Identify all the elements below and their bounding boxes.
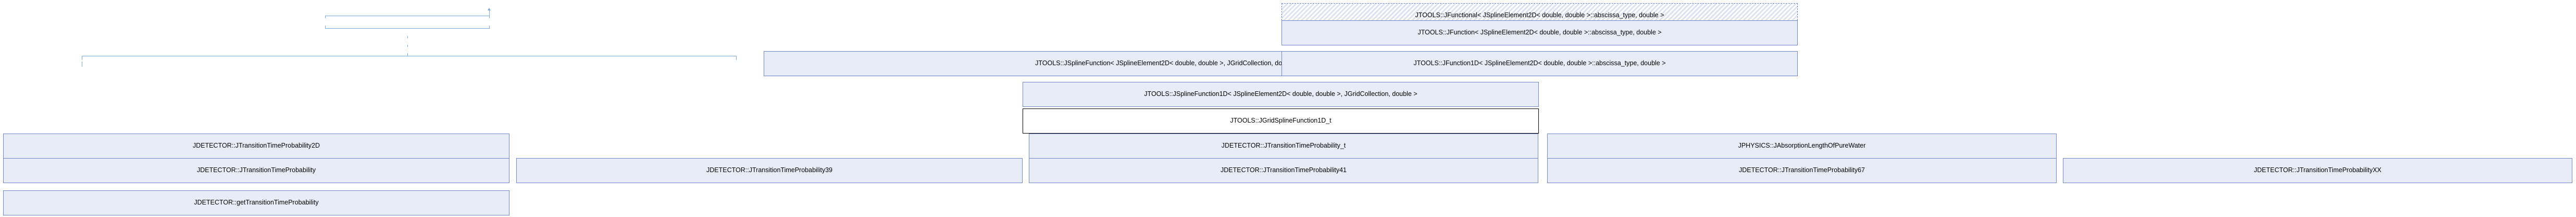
edge-arrow-n1 [488, 8, 491, 10]
edge-n2-n4 [325, 26, 326, 29]
class-node-n6[interactable]: JDETECTOR::JTransitionTimeProbability2D [3, 134, 509, 159]
edge-n4-n5 [407, 36, 408, 38]
edge-n1-left-drop [325, 16, 326, 18]
class-node-n14[interactable]: JDETECTOR::getTransitionTimeProbability [3, 190, 509, 215]
edge-n7-down [407, 53, 408, 56]
class-node-n5[interactable]: JTOOLS::JGridSplineFunction1D_t [1023, 108, 1539, 134]
class-node-n10[interactable]: JDETECTOR::JTransitionTimeProbability39 [516, 158, 1023, 183]
edge-n13-drop [736, 56, 737, 60]
edge-n4-hbar [325, 28, 490, 29]
class-node-n12[interactable]: JDETECTOR::JTransitionTimeProbability67 [1547, 158, 2057, 183]
edge-n0-n1 [489, 9, 490, 16]
class-node-n9[interactable]: JDETECTOR::JTransitionTimeProbability [3, 158, 509, 183]
edge-n3-n4 [489, 26, 490, 29]
class-node-n11[interactable]: JDETECTOR::JTransitionTimeProbability41 [1029, 158, 1538, 183]
class-node-n7[interactable]: JDETECTOR::JTransitionTimeProbability_t [1029, 134, 1538, 159]
edge-n5-down [407, 45, 408, 47]
class-node-n8[interactable]: JPHYSICS::JAbsorptionLengthOfPureWater [1547, 134, 2057, 159]
class-node-n3[interactable]: JTOOLS::JFunction1D< JSplineElement2D< d… [1281, 51, 1798, 76]
class-node-n13[interactable]: JDETECTOR::JTransitionTimeProbabilityXX [2063, 158, 2572, 183]
class-node-n1[interactable]: JTOOLS::JFunction< JSplineElement2D< dou… [1281, 20, 1798, 45]
class-node-n4[interactable]: JTOOLS::JSplineFunction1D< JSplineElemen… [1023, 82, 1539, 107]
edge-n1-branch [489, 15, 490, 18]
